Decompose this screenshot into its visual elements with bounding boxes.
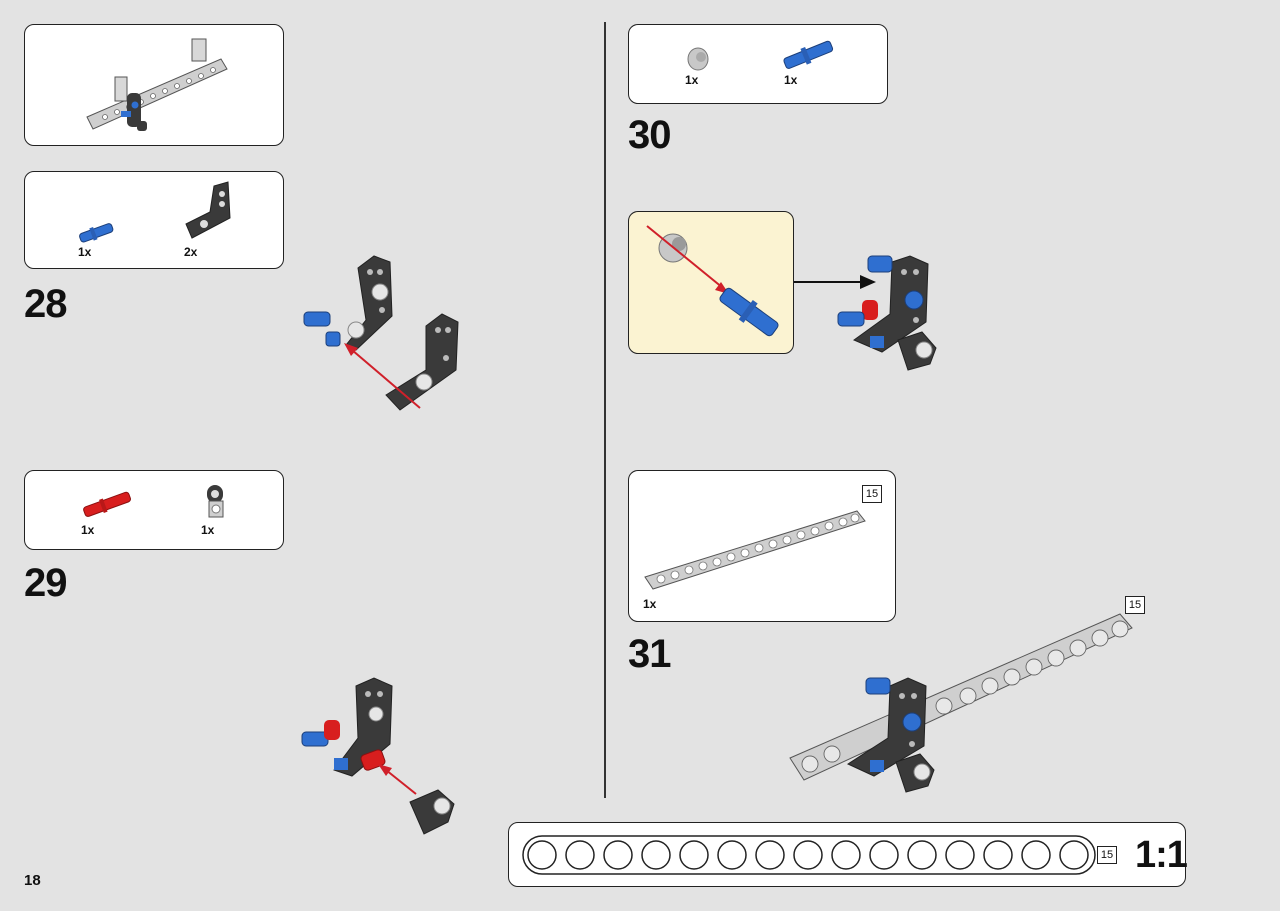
step-30-callout (628, 211, 794, 354)
step-number: 31 (628, 632, 671, 676)
part-quantity: 1x (685, 73, 699, 87)
beam-length-badge: 15 (1125, 596, 1145, 614)
step-31-parts-box: 15 1x (628, 470, 896, 622)
assembly-preview-box (24, 24, 284, 146)
part-quantity: 1x (643, 597, 657, 611)
part-quantity: 1x (81, 523, 95, 537)
bush-icon (687, 47, 709, 71)
assembly-preview-icon (86, 38, 228, 131)
step-29-assembly-icon (301, 677, 455, 835)
step-31-assembly-icon (789, 613, 1133, 793)
beam-length-badge: 15 (862, 485, 882, 503)
step-30-parts-box: 1x 1x (628, 24, 888, 104)
part-quantity: 1x (784, 73, 798, 87)
step-28-parts-box: 1x 2x (24, 171, 284, 269)
step-number: 28 (24, 282, 67, 326)
l-beam-icon (185, 181, 231, 239)
beam-15-ruler-icon (522, 835, 1096, 875)
red-axle-pin-icon (83, 491, 131, 517)
step-29-parts-box: 1x 1x (24, 470, 284, 550)
ruler-length-badge: 15 (1097, 846, 1117, 864)
pin-connector-icon (207, 485, 224, 518)
step-number: 29 (24, 561, 67, 605)
beam-15-icon (644, 510, 866, 590)
part-quantity: 2x (184, 245, 198, 259)
step-28-assembly-icon (303, 255, 459, 411)
part-quantity: 1x (201, 523, 215, 537)
scale-ruler-box: 15 (508, 822, 1186, 887)
page-number: 18 (24, 872, 41, 889)
callout-arrow-icon (794, 275, 876, 289)
blue-pin-icon (783, 40, 834, 69)
scale-label: 1:1 (1135, 834, 1188, 876)
part-quantity: 1x (78, 245, 92, 259)
step-30-assembly-icon (837, 255, 937, 371)
callout-assembly-icon (646, 225, 779, 337)
step-number: 30 (628, 113, 671, 157)
blue-pin-icon (79, 223, 114, 243)
page-divider (604, 22, 606, 798)
